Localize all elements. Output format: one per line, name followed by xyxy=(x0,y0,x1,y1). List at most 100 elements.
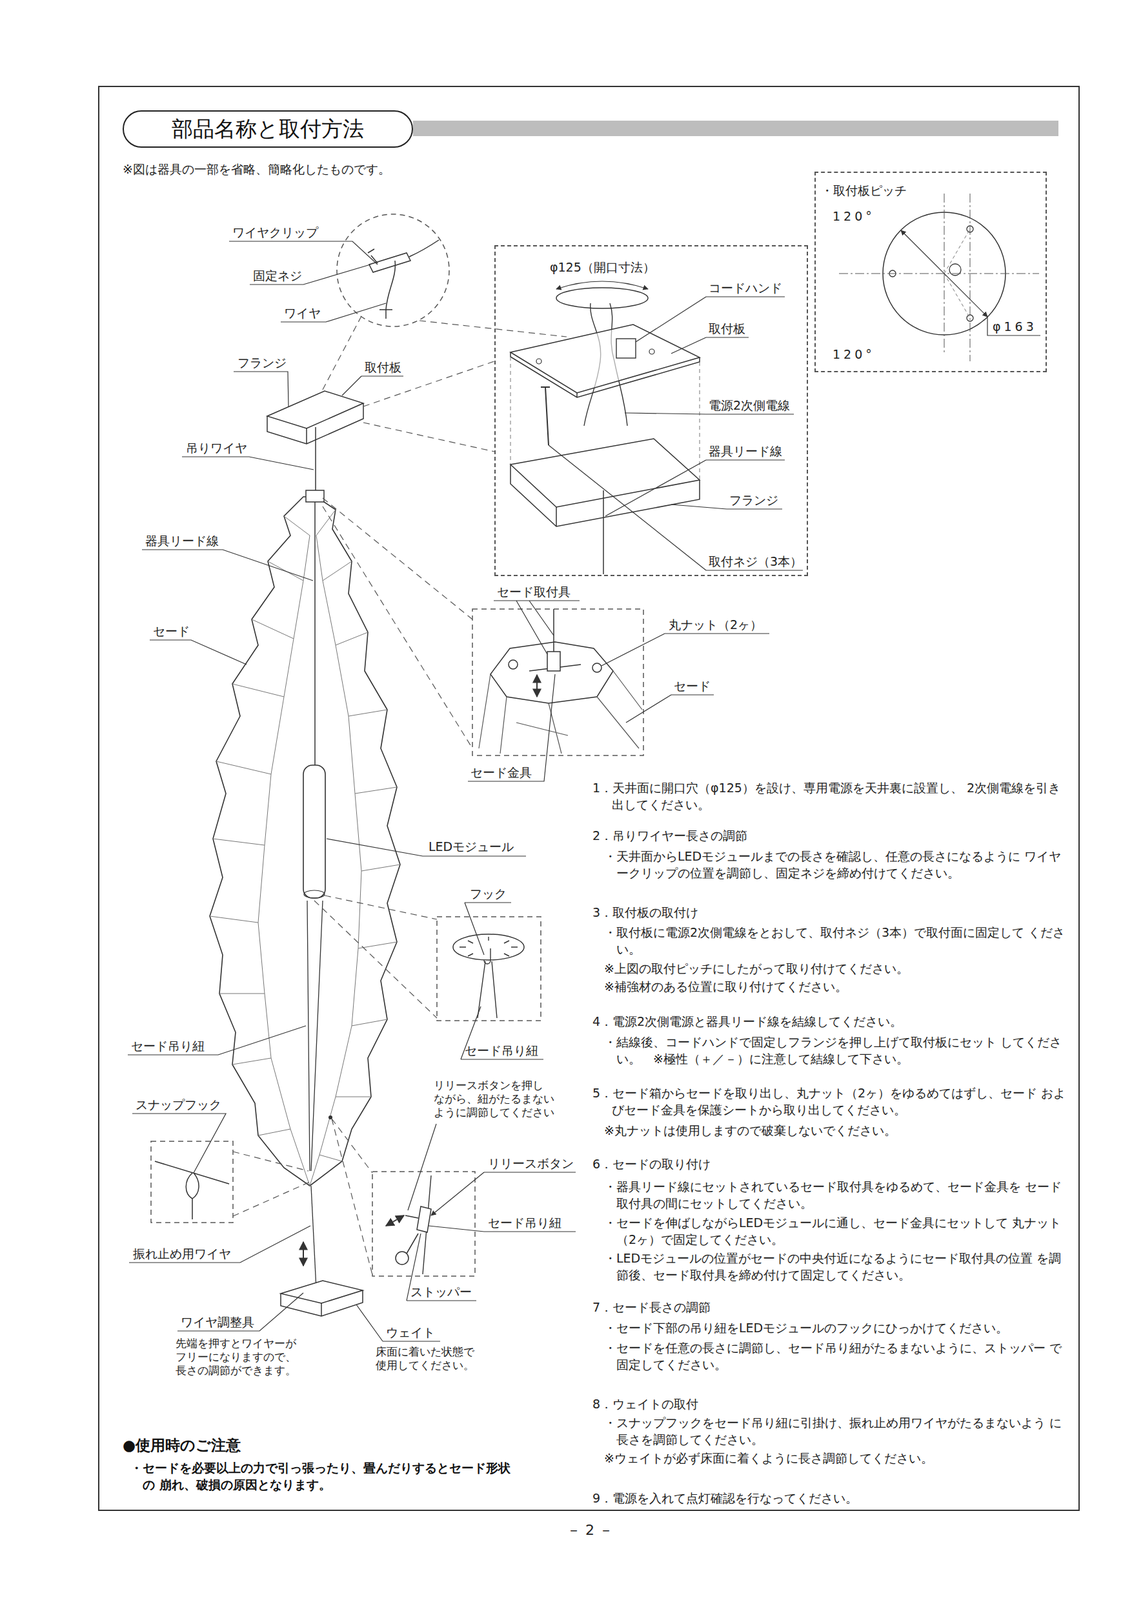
step-text: ・セード下部の吊り紐をLEDモジュールのフックにひっかけてください。 xyxy=(604,1319,1068,1337)
detail-box xyxy=(151,1141,233,1223)
pitch-detail-box: ・取付板ピッチ 120° φ163 120° xyxy=(814,171,1047,373)
detail-guide xyxy=(331,1119,373,1276)
assembly-detail-box: φ125（開口寸法） コードハンド取付板電源2次側電線器具リード線フランジ取付ネジ… xyxy=(494,245,809,577)
shade-folds xyxy=(478,671,643,754)
page-frame xyxy=(98,86,1080,1511)
weight xyxy=(280,1281,363,1304)
leader-line xyxy=(548,296,803,571)
lead-wire xyxy=(602,490,605,575)
part-label: セード吊り紐 xyxy=(131,1038,205,1054)
part-label: フック xyxy=(469,886,507,902)
step-heading: 4．電源2次側電源と器具リード線を結線してください。 xyxy=(592,1013,1068,1031)
step-text: ・取付板に電源2次側電線をとおして、取付ネジ（3本）で取付面に固定して ください… xyxy=(604,924,1068,958)
flange xyxy=(267,391,364,429)
part-label: 固定ネジ xyxy=(252,267,303,284)
step-heading: 7．セード長さの調節 xyxy=(592,1299,1068,1316)
step-text: ・スナップフックをセード吊り紐に引掛け、振れ止め用ワイヤがたるまないよう に長さ… xyxy=(604,1414,1068,1449)
part-label: ワイヤクリップ xyxy=(232,224,319,241)
shade-outline xyxy=(209,496,401,1187)
part-label: 吊りワイヤ xyxy=(185,440,248,456)
step-heading: 3．取付板の取付け xyxy=(592,904,1068,921)
step-text: ・器具リード線にセットされているセード取付具をゆるめて、セード金具を セード取付… xyxy=(604,1178,1068,1213)
page-number: － 2 － xyxy=(538,1521,642,1540)
part-label: スナップフック xyxy=(135,1097,222,1113)
step-text: 1．天井面に開口穴（φ125）を設け、専用電源を天井裏に設置し、 2次側電線を引… xyxy=(592,779,1068,814)
leader-arrow xyxy=(431,1172,485,1216)
mounting-hole xyxy=(649,349,655,355)
note-text: 床面に着いた状態で 使用してください。 xyxy=(375,1345,483,1373)
part-label: 器具リード線 xyxy=(708,443,783,459)
led-module xyxy=(303,765,326,899)
part-label: 取付板 xyxy=(364,359,402,375)
flange xyxy=(510,438,700,508)
stopper xyxy=(416,1206,432,1233)
part-label: ・取付板ピッチ xyxy=(820,182,907,199)
detail-guide xyxy=(322,498,473,749)
part-label: ワイヤ調整具 xyxy=(180,1314,255,1331)
shade-cord xyxy=(307,900,323,1172)
part-label: 電源2次側電線 xyxy=(708,397,790,414)
lead-wire xyxy=(314,502,316,766)
part-label: セード xyxy=(673,678,711,694)
assembly-guide xyxy=(510,356,700,481)
shade-folds xyxy=(209,509,401,1187)
step-text: ・セードを伸ばしながらLEDモジュールに通し、セード金具にセットして 丸ナット（… xyxy=(604,1214,1068,1249)
part-label: φ125（開口寸法） xyxy=(549,259,656,275)
detail-guide xyxy=(363,361,495,452)
cord-band xyxy=(616,338,636,359)
shade-fixture xyxy=(547,651,561,672)
detail-box xyxy=(372,1172,476,1277)
part-label: コードハンド xyxy=(708,280,783,296)
detail-box xyxy=(472,609,644,756)
adjust-arrow xyxy=(536,675,538,698)
part-label: セード取付具 xyxy=(496,584,571,600)
mounting-plate xyxy=(510,324,700,394)
step-note: ※ウェイトが必ず床面に着くように長さ調節してください。 xyxy=(604,1450,1068,1467)
shade-top-plate xyxy=(490,642,614,704)
part-label: 取付ネジ（3本） xyxy=(708,553,803,570)
ceiling-opening xyxy=(556,287,648,309)
stopper-ring xyxy=(395,1252,409,1265)
pitch-line xyxy=(944,229,971,319)
detail-box xyxy=(436,917,541,1021)
part-label: ストッパー xyxy=(410,1284,472,1300)
caution-heading: ●使用時のご注意 xyxy=(122,1436,241,1455)
caution-text: ・セードを必要以上の力で引っ張ったり、畳んだりするとセード形状の 崩れ、破損の原… xyxy=(130,1459,518,1494)
detail-guide xyxy=(232,1152,310,1217)
dimension-line xyxy=(900,230,988,317)
title: 部品名称と取付方法 xyxy=(171,116,364,142)
part-label: フランジ xyxy=(729,492,779,508)
part-label: 取付板 xyxy=(708,320,746,337)
led-module-base xyxy=(303,890,325,899)
part-label: ウェイト xyxy=(385,1324,435,1341)
note-text: 先端を押すとワイヤーが フリーになりますので、 長さの調節ができます。 xyxy=(175,1337,308,1378)
step-heading: 8．ウェイトの取付 xyxy=(592,1395,1068,1413)
stopper-button xyxy=(405,1215,419,1254)
screw xyxy=(540,387,550,446)
title-bar xyxy=(413,120,1059,137)
step-note: ※上図の取付ピッチにしたがって取り付けてください。 xyxy=(604,960,1068,978)
part-label: セード金具 xyxy=(470,764,532,781)
part-label: 120° xyxy=(832,208,876,224)
detail-guide xyxy=(314,895,437,1019)
dimension-line xyxy=(556,281,648,290)
part-label: 120° xyxy=(832,346,876,363)
weight-side xyxy=(280,1290,363,1317)
detail-circle xyxy=(336,214,450,327)
steady-wire xyxy=(311,1186,317,1290)
hanging-wire xyxy=(314,427,317,491)
part-label: LEDモジュール xyxy=(428,838,514,855)
snap-hook xyxy=(154,1161,230,1220)
adjust-arrow xyxy=(302,1242,304,1267)
press-arrow xyxy=(385,1215,405,1227)
part-label: φ163 xyxy=(992,318,1038,335)
step-text: ・結線後、コードハンドで固定しフランジを押し上げて取付板にセット してください。… xyxy=(604,1033,1068,1068)
step-note: ※丸ナットは使用しますので破棄しないでください。 xyxy=(604,1122,1068,1140)
step-text: 9．電源を入れて点灯確認を行なってください。 xyxy=(592,1490,1068,1507)
step-text: ・LEDモジュールの位置がセードの中央付近になるようにセード取付具の位置 を調節… xyxy=(604,1250,1068,1284)
round-nut xyxy=(508,660,518,670)
step-heading: 6．セードの取り付け xyxy=(592,1155,1068,1173)
step-note: ※補強材のある位置に取り付けてください。 xyxy=(604,978,1068,996)
